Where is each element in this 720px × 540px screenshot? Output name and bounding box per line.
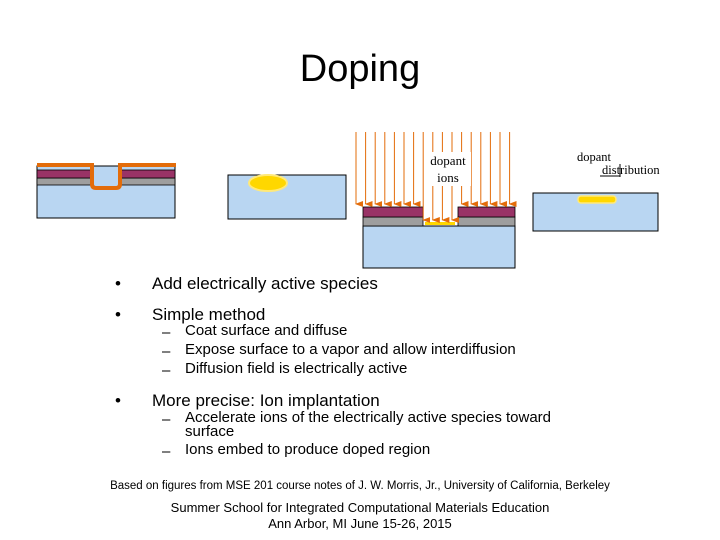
sub-bullet: – Coat surface and diffuse xyxy=(162,322,582,342)
bullet-marker: • xyxy=(115,391,121,410)
oxide-right-1 xyxy=(119,177,176,186)
bullet-3: • More precise: Ion implantation xyxy=(115,391,515,411)
coat-diagram xyxy=(36,163,176,219)
doping-figure xyxy=(36,132,659,269)
sub-bullet: – Expose surface to a vapor and allow in… xyxy=(162,341,582,361)
sub-bullet: – Accelerate ions of the electrically ac… xyxy=(162,409,622,443)
oxide-left-1 xyxy=(36,177,93,186)
sub-bullet-marker: – xyxy=(162,343,171,360)
ions-label-line1: dopant xyxy=(430,153,466,168)
sub-bullet-text: Coat surface and diffuse xyxy=(185,322,348,339)
sub-bullet: – Diffusion field is electrically active xyxy=(162,360,582,380)
sub-bullet-text-line1: Accelerate ions of the electrically acti… xyxy=(185,409,552,426)
footer-line2: Ann Arbor, MI June 15-26, 2015 xyxy=(268,516,452,531)
sub-bullet-text-line2: surface xyxy=(185,423,235,440)
substrate-3 xyxy=(362,225,516,269)
figure-credit: Based on figures from MSE 201 course not… xyxy=(110,480,610,492)
bullet-text: Add electrically active species xyxy=(152,274,378,293)
mask-right-3 xyxy=(457,206,516,218)
mask-right-1 xyxy=(119,169,176,179)
implanted-region xyxy=(425,222,455,225)
mask-left-1 xyxy=(36,169,93,179)
footer: Summer School for Integrated Computation… xyxy=(0,500,720,532)
oxide-right-3 xyxy=(457,216,516,227)
sub-bullet-text: Accelerate ions of the electrically acti… xyxy=(185,409,552,440)
sub-bullet-text: Diffusion field is electrically active xyxy=(185,360,408,377)
distribution-diagram xyxy=(532,164,659,232)
coating-layer xyxy=(37,163,176,190)
sub-bullet-text: Expose surface to a vapor and allow inte… xyxy=(185,341,516,358)
sub-bullet-marker: – xyxy=(162,443,171,460)
bullet-text: More precise: Ion implantation xyxy=(152,391,380,410)
bullet-2: • Simple method xyxy=(115,305,515,325)
sub-bullet-marker: – xyxy=(162,362,171,379)
mask-left-3 xyxy=(362,206,424,218)
sub-bullet: – Ions embed to produce doped region xyxy=(162,441,582,461)
bullet-1: • Add electrically active species xyxy=(115,274,515,294)
bullet-text: Simple method xyxy=(152,305,266,324)
implant-diagram xyxy=(355,132,517,269)
distribution-label-line2: distribution xyxy=(602,163,660,177)
sub-bullet-marker: – xyxy=(162,324,171,341)
bullet-marker: • xyxy=(115,305,121,324)
sub-bullet-marker: – xyxy=(162,411,171,428)
diffused-region xyxy=(248,174,288,192)
diffuse-diagram xyxy=(227,174,347,220)
slide-title: Doping xyxy=(299,48,421,90)
dopant-distribution-label: dopant distribution xyxy=(577,151,660,177)
bullet-marker: • xyxy=(115,274,121,293)
distribution-region xyxy=(577,195,617,204)
ions-label-line2: ions xyxy=(437,170,459,185)
sub-bullet-text: Ions embed to produce doped region xyxy=(185,441,431,458)
oxide-left-3 xyxy=(362,216,424,227)
distribution-label-line1: dopant xyxy=(577,150,612,164)
dopant-ions-label: dopant ions xyxy=(425,152,471,186)
footer-line1: Summer School for Integrated Computation… xyxy=(170,500,550,515)
